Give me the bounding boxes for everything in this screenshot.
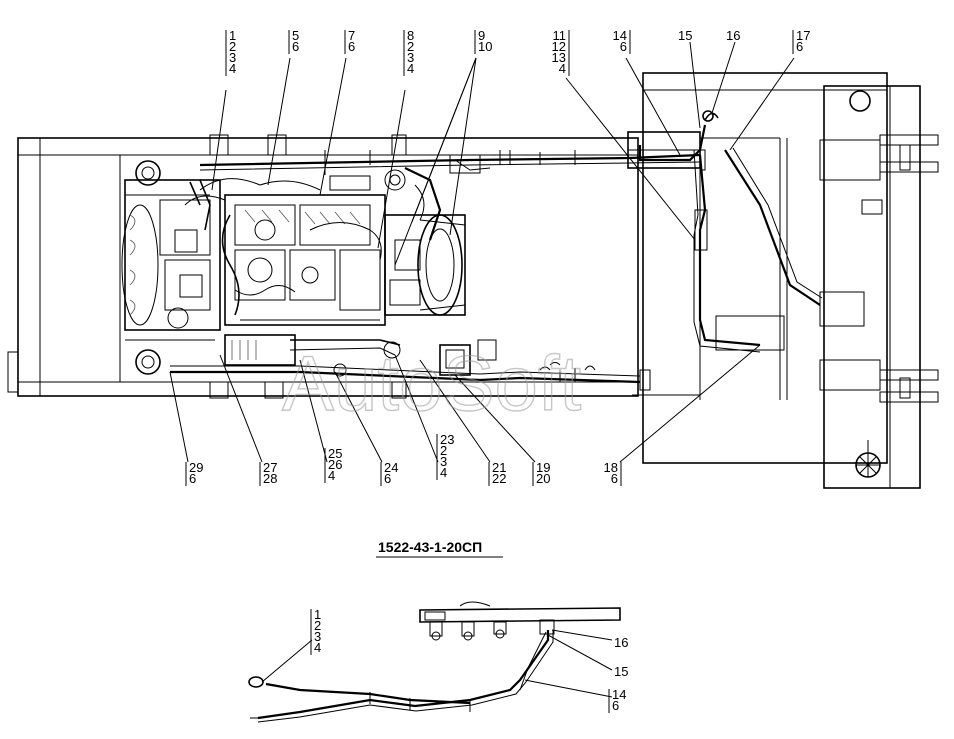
callout-number: 25 — [328, 446, 342, 461]
callout-c5: 56 — [288, 28, 299, 54]
callout-number: 11 — [553, 28, 567, 43]
callout-number: 3 — [440, 454, 447, 469]
callout-number: 19 — [536, 460, 550, 475]
callout-number: 6 — [292, 39, 299, 54]
callout-c15: 15 — [678, 28, 692, 43]
callout-c16: 16 — [726, 28, 740, 43]
center-tank — [627, 110, 719, 396]
callout-number: 2 — [229, 39, 236, 54]
callout-number: 18 — [604, 460, 618, 475]
callout-number: 28 — [263, 471, 277, 486]
leader-lines-bottom — [169, 344, 761, 463]
callout-number: 3 — [229, 50, 236, 65]
callout-number: 4 — [314, 640, 321, 655]
callout-number: 12 — [552, 39, 566, 54]
callout-number: 7 — [348, 28, 355, 43]
callout-number: 4 — [229, 61, 236, 76]
callout-number: 10 — [478, 39, 492, 54]
drawing-number: 1522-43-1-20СП — [378, 539, 482, 555]
engine-block — [221, 194, 386, 326]
detail-view — [248, 601, 621, 723]
callout-number: 4 — [407, 61, 414, 76]
callout-number: 1 — [314, 607, 321, 622]
callout-number: 29 — [189, 460, 203, 475]
callout-d16: 16 — [614, 635, 628, 650]
callout-number: 26 — [328, 457, 342, 472]
callout-number: 14 — [612, 687, 626, 702]
callout-number: 16 — [726, 28, 740, 43]
callout-c9: 910 — [474, 28, 492, 54]
callout-number: 4 — [559, 61, 566, 76]
callout-number: 1 — [229, 28, 236, 43]
main-view — [7, 41, 939, 489]
callout-d14: 146 — [608, 687, 626, 713]
front-engine-area — [121, 160, 221, 375]
leader-lines-top — [211, 41, 795, 266]
callout-c29: 296 — [185, 460, 203, 486]
callout-number: 17 — [796, 28, 810, 43]
callout-number: 15 — [614, 664, 628, 679]
callout-number: 6 — [611, 471, 618, 486]
callout-number: 3 — [314, 629, 321, 644]
rear-frame — [642, 72, 939, 489]
frame — [7, 134, 640, 399]
exhaust-and-wiring — [184, 175, 401, 377]
callout-number: 13 — [552, 50, 566, 65]
callout-number: 14 — [613, 28, 627, 43]
callout-c18: 186 — [604, 460, 622, 486]
callout-c24: 246 — [380, 460, 398, 486]
callout-number: 3 — [407, 50, 414, 65]
callout-number: 22 — [492, 471, 506, 486]
callout-d15: 15 — [614, 664, 628, 679]
callout-c7: 76 — [344, 28, 355, 54]
watermark: AutoSoft — [282, 339, 582, 427]
callout-number: 4 — [440, 465, 447, 480]
callout-number: 6 — [384, 471, 391, 486]
callout-number: 6 — [348, 39, 355, 54]
callout-number: 9 — [478, 28, 485, 43]
pipes — [170, 124, 823, 384]
callout-number: 23 — [440, 432, 454, 447]
callout-number: 6 — [620, 39, 627, 54]
callout-number: 6 — [189, 471, 196, 486]
gearbox — [383, 169, 497, 376]
callout-number: 2 — [440, 443, 447, 458]
callout-number: 2 — [314, 618, 321, 633]
callout-c17: 176 — [792, 28, 810, 54]
callout-number: 6 — [612, 698, 619, 713]
callout-number: 20 — [536, 471, 550, 486]
callout-number: 27 — [263, 460, 277, 475]
callout-number: 5 — [292, 28, 299, 43]
callout-number: 15 — [678, 28, 692, 43]
callout-c14: 146 — [613, 28, 631, 54]
callout-number: 6 — [796, 39, 803, 54]
callout-number: 21 — [492, 460, 506, 475]
callout-number: 24 — [384, 460, 398, 475]
callout-number: 2 — [407, 39, 414, 54]
callout-number: 16 — [614, 635, 628, 650]
callout-number: 8 — [407, 28, 414, 43]
callout-number: 4 — [328, 468, 335, 483]
